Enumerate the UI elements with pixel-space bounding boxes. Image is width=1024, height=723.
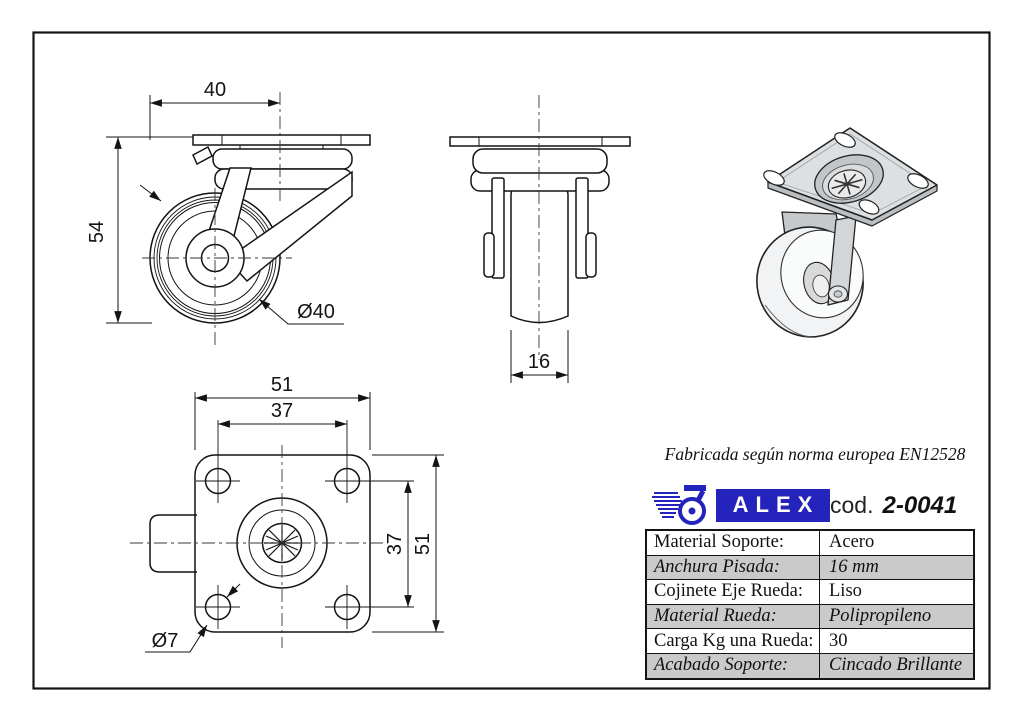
product-code: cod. 2-0041 [830, 492, 957, 520]
spec-label: Material Soporte: [647, 531, 820, 555]
mounting-plate [194, 454, 371, 633]
code-value: 2-0041 [882, 492, 958, 519]
spec-row: Material Rueda: Polipropileno [647, 603, 973, 629]
isometric-view [756, 127, 938, 338]
spec-label: Acabado Soporte: [647, 653, 820, 678]
spec-label: Anchura Pisada: [647, 555, 820, 580]
front-height-dim: 54 [86, 221, 108, 243]
brand-logo: ALEX [652, 483, 830, 527]
front-dimensions: 40 54 Ø40 [86, 79, 344, 325]
plate-height-dim: 51 [412, 533, 434, 555]
spec-value: 30 [829, 630, 848, 651]
front-plate [192, 134, 371, 150]
code-label: cod. [830, 492, 874, 518]
side-dimensions: 16 [510, 330, 569, 383]
spec-row: Cojinete Eje Rueda: Liso [647, 579, 973, 604]
spec-value: 16 mm [829, 556, 879, 577]
plate-hole-centerlines [196, 420, 414, 629]
spec-value: Liso [829, 581, 862, 602]
iso-tread-line [764, 304, 813, 338]
side-wheel [510, 185, 569, 324]
side-view: 16 [449, 95, 631, 383]
spec-row: Anchura Pisada: 16 mm [647, 554, 973, 580]
spec-label: Material Rueda: [647, 604, 820, 629]
iso-hub-bore [812, 274, 830, 298]
spec-row: Carga Kg una Rueda: 30 [647, 628, 973, 653]
front-wheel-diameter-dim: Ø40 [297, 301, 335, 323]
side-plate [449, 136, 631, 147]
plate-wheel-stub [149, 514, 197, 573]
iso-center-cup [814, 154, 884, 204]
spec-table: Material Soporte: Acero Anchura Pisada: … [645, 529, 975, 680]
spec-row: Material Soporte: Acero [647, 531, 973, 555]
side-fork [483, 177, 597, 279]
spec-label: Carga Kg una Rueda: [647, 629, 820, 653]
plate-width-dim: 51 [271, 374, 293, 396]
hole-diameter-dim: Ø7 [152, 630, 179, 652]
spec-value: Polipropileno [829, 606, 932, 627]
spec-row: Acabado Soporte: Cincado Brillante [647, 652, 973, 678]
spec-value: Acero [829, 532, 875, 553]
iso-rivet-star [831, 173, 863, 195]
spec-label: Cojinete Eje Rueda: [647, 580, 820, 604]
front-offset-dim: 40 [204, 79, 226, 101]
brand-name: ALEX [716, 488, 830, 522]
side-swivel-housing [470, 148, 610, 192]
side-tread-width-dim: 16 [528, 351, 550, 373]
caster-logo-icon [652, 485, 706, 525]
plate-view: 51 37 37 51 Ø7 [130, 374, 444, 653]
sheet-border [32, 31, 991, 690]
hole-spacing-h-dim: 37 [271, 400, 293, 422]
plate-dimensions: 51 37 37 51 Ø7 [145, 374, 444, 653]
front-swivel-housing [192, 145, 353, 190]
iso-axle-bolt-center [833, 290, 843, 298]
spec-value: Cincado Brillante [829, 655, 963, 676]
front-view: 40 54 Ø40 [86, 79, 371, 348]
standard-note: Fabricada según norma europea EN12528 [664, 444, 966, 464]
hole-spacing-v-dim: 37 [384, 533, 406, 555]
iso-plate-holes [763, 132, 929, 215]
front-tread-arrow [139, 184, 162, 202]
